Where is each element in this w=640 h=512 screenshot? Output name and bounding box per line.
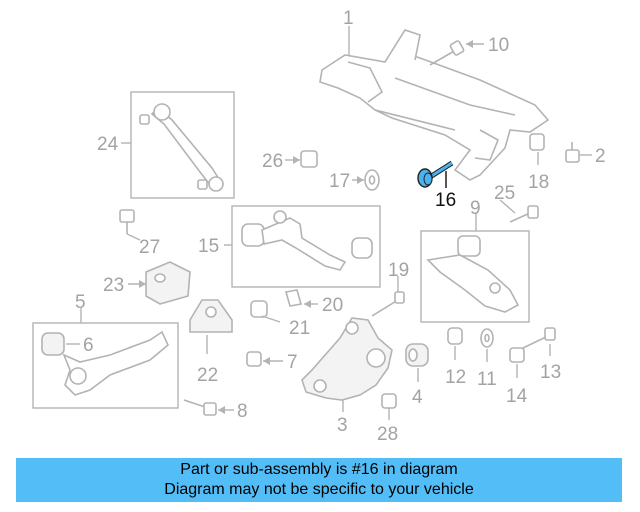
part-5-box [32,322,179,409]
label-10: 10 [488,35,509,56]
part-27-bolt[interactable] [119,209,135,234]
label-4: 4 [412,387,423,408]
part-8-bolt[interactable] [183,399,217,416]
label-24: 24 [97,134,119,155]
label-21: 21 [289,318,310,339]
arrow-26-icon [293,156,300,164]
part-16-bolt-highlighted[interactable] [417,160,454,188]
part-7-nut[interactable] [246,351,262,367]
label-25: 25 [494,183,515,204]
part-15-box [231,205,381,288]
part-26-nut[interactable] [300,150,318,168]
label-9: 9 [470,198,481,219]
part-25-bolt[interactable] [509,205,539,223]
part-14-nut[interactable] [509,347,525,363]
label-20: 20 [322,295,343,316]
label-7: 7 [287,352,298,373]
part-9-box [420,230,530,323]
label-14: 14 [506,386,528,407]
part-5-trailing-arm[interactable] [41,330,169,396]
part-2-bolt[interactable] [565,142,580,163]
label-6: 6 [83,335,94,356]
label-18: 18 [528,172,549,193]
arrow-17-icon [357,176,364,184]
label-26: 26 [262,151,283,172]
label-22: 22 [197,365,218,386]
info-banner: Part or sub-assembly is #16 in diagram D… [16,458,622,502]
label-19: 19 [388,260,409,281]
banner-line-2: Diagram may not be specific to your vehi… [164,481,474,498]
label-27: 27 [139,237,160,258]
part-3-knuckle[interactable] [301,317,393,401]
label-17: 17 [329,171,350,192]
part-24-box [130,91,235,199]
arrow-7-icon [263,357,270,365]
part-13-bolt[interactable] [522,327,556,349]
part-15-arm[interactable] [241,210,373,271]
label-12: 12 [445,367,466,388]
part-4-bushing[interactable] [405,343,429,367]
part-24-link[interactable] [139,103,224,192]
part-18-nut[interactable] [529,133,545,151]
part-11-washer[interactable] [480,328,494,348]
arrow-20-icon [304,300,311,308]
arrow-10-icon [466,40,473,48]
arrow-8-icon [218,406,225,414]
part-23-mount[interactable] [145,261,191,305]
part-21-nut[interactable] [250,300,268,318]
part-1-subframe[interactable] [319,29,550,181]
label-8: 8 [237,401,248,422]
part-9-lower-arm[interactable] [426,235,520,313]
label-23: 23 [103,275,124,296]
label-3: 3 [337,415,348,436]
label-28: 28 [377,424,398,445]
label-11: 11 [477,369,497,390]
banner-line-1: Part or sub-assembly is #16 in diagram [180,461,458,478]
part-19-bolt[interactable] [371,291,405,317]
part-12-bushing[interactable] [447,327,463,345]
arrow-23-icon [139,280,146,288]
part-20-clip[interactable] [284,289,303,307]
part-10-bolt[interactable] [429,40,465,66]
part-22-bracket[interactable] [189,299,233,333]
label-15: 15 [198,236,219,257]
parts-diagram: 1 10 24 26 17 16 18 [32,8,606,445]
label-2: 2 [595,146,606,167]
label-5: 5 [75,292,86,313]
part-28-nut[interactable] [381,393,397,409]
label-13: 13 [540,362,561,383]
label-16: 16 [435,190,456,211]
label-1: 1 [343,8,354,29]
part-17-washer[interactable] [364,169,380,191]
